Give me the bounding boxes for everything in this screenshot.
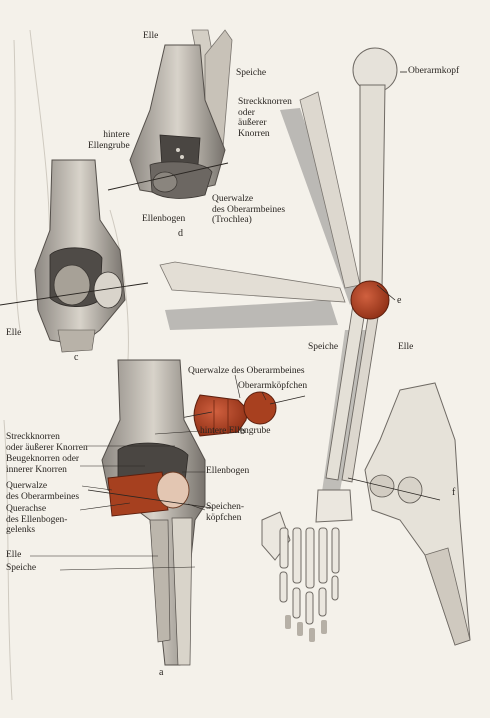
label-speiche-a: Speiche <box>6 563 37 573</box>
letter-a: a <box>159 667 164 678</box>
label-oberarmkoepfchen-b: Oberarmköpfchen <box>238 381 308 391</box>
label-querwalze-a: Querwalze des Oberarmbeines <box>6 481 80 502</box>
label-elle-e: Elle <box>398 342 414 352</box>
label-speiche-top: Speiche <box>236 68 267 78</box>
letter-b: b <box>240 426 245 437</box>
letter-e: e <box>397 295 402 306</box>
label-hintere-ellengrube-a: hintere Ellengrube <box>200 426 271 436</box>
letter-f: f <box>452 487 456 498</box>
label-streckknorren-d: Streckknorren oder äußerer Knorren <box>238 97 292 139</box>
label-hintere-ellengrube-d: hintere Ellengrube <box>88 130 130 151</box>
label-speiche-e: Speiche <box>308 342 339 352</box>
label-querwalze-b: Querwalze des Oberarmbeines <box>188 366 305 376</box>
label-beugeknorren-a: Beugeknorren oder innerer Knorren <box>6 454 80 475</box>
label-ellenbogen-a: Ellenbogen <box>206 466 250 476</box>
label-elle-c: Elle <box>6 328 22 338</box>
letter-c: c <box>74 352 79 363</box>
figure-f-elbow <box>347 382 471 646</box>
label-streckknorren-a: Streckknorren oder äußerer Knorren <box>6 432 88 453</box>
label-querachse-a: Querachse des Ellenbogen- gelenks <box>6 504 68 535</box>
figure-b-trochlea <box>169 374 306 437</box>
figure-e-arm <box>159 47 407 642</box>
label-ellenbogen-d: Ellenbogen <box>142 214 186 224</box>
label-querwalze-d: Querwalze des Oberarmbeines (Trochlea) <box>212 194 286 225</box>
label-elle-top: Elle <box>143 31 159 41</box>
letter-d: d <box>178 228 183 239</box>
label-elle-a: Elle <box>6 550 22 560</box>
figure-a-elbow <box>30 359 213 666</box>
label-oberarmkopf: Oberarmkopf <box>408 66 460 76</box>
figure-d-elbow <box>107 29 233 199</box>
label-speichenkoepfchen-a: Speichen- köpfchen <box>206 502 244 523</box>
figure-c-elbow <box>0 159 149 353</box>
